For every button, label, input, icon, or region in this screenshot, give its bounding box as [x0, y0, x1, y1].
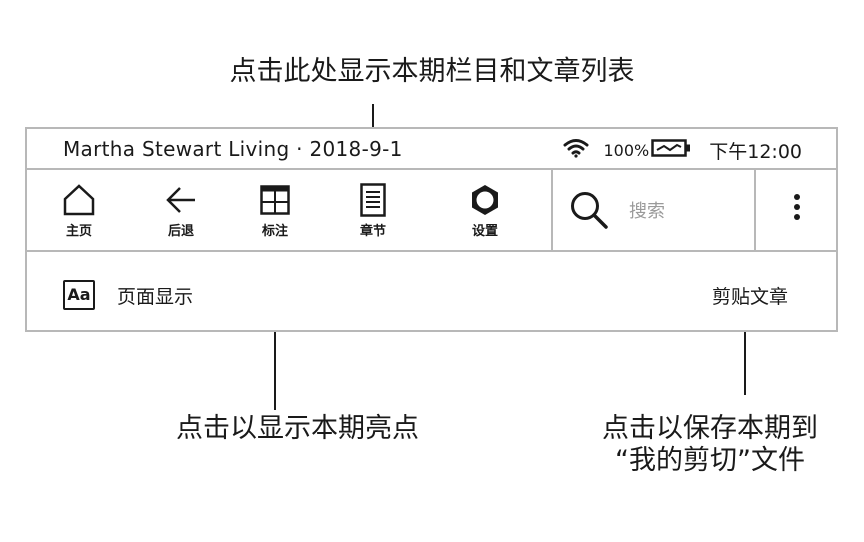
- settings-label: 设置: [471, 224, 498, 239]
- battery-charging-icon: [651, 138, 691, 163]
- more-menu-button[interactable]: [787, 192, 807, 226]
- callout-clippings-line1: 点击以保存本期到: [602, 413, 818, 444]
- callout-clippings-line2: “我的剪切”文件: [615, 445, 805, 476]
- home-button[interactable]: 主页: [49, 181, 109, 239]
- search-icon: [571, 192, 608, 229]
- chapters-label: 章节: [359, 224, 386, 239]
- arrow-left-icon: [166, 187, 195, 213]
- search-placeholder: 搜索: [629, 201, 665, 222]
- status-bar: Martha Stewart Living · 2018-9-1 100% 下午…: [27, 129, 836, 170]
- toolbar-divider: [754, 170, 756, 250]
- notes-button[interactable]: 标注: [245, 181, 305, 239]
- home-label: 主页: [65, 224, 92, 239]
- wifi-icon: [563, 138, 589, 163]
- toolbar-divider: [551, 170, 553, 250]
- home-icon: [63, 184, 95, 216]
- search-field[interactable]: 搜索: [569, 190, 665, 230]
- callout-chapters: 点击此处显示本期栏目和文章列表: [229, 56, 635, 87]
- settings-button[interactable]: 设置: [455, 181, 515, 239]
- back-button[interactable]: 后退: [151, 181, 211, 239]
- page-display-button[interactable]: 页面显示: [117, 286, 194, 308]
- secondary-actions-row: Aa 页面显示 剪贴文章: [27, 252, 836, 332]
- status-indicators: 100% 下午12:00: [563, 137, 802, 164]
- callout-highlights: 点击以显示本期亮点: [176, 413, 419, 444]
- document-list-icon: [360, 183, 386, 217]
- reader-toolbar-panel: Martha Stewart Living · 2018-9-1 100% 下午…: [25, 127, 838, 332]
- back-label: 后退: [167, 224, 194, 239]
- gear-icon: [472, 185, 498, 215]
- book-title: Martha Stewart Living · 2018-9-1: [63, 137, 403, 161]
- toolbar: 主页 后退 标注: [27, 170, 836, 252]
- more-vertical-icon: [794, 194, 800, 220]
- callout-line-clippings: [744, 315, 746, 395]
- font-aa-icon[interactable]: Aa: [63, 280, 95, 310]
- battery-percent: 100%: [603, 141, 650, 160]
- clip-article-button[interactable]: 剪贴文章: [711, 286, 788, 308]
- chapters-button[interactable]: 章节: [343, 181, 403, 239]
- grid-icon: [260, 185, 290, 215]
- notes-label: 标注: [261, 224, 288, 239]
- clock: 下午12:00: [709, 141, 802, 163]
- callout-clippings: 点击以保存本期到 “我的剪切”文件: [585, 413, 835, 477]
